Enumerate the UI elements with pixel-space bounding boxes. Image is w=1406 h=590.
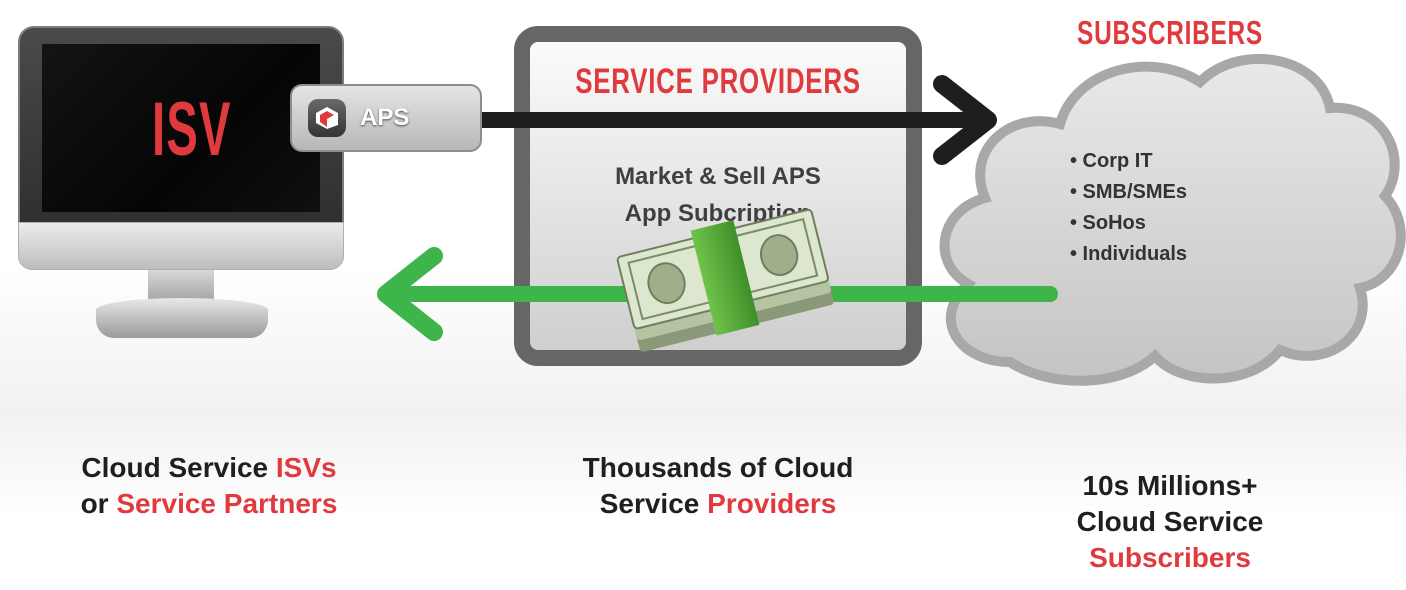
list-item: • SMB/SMEs	[1070, 181, 1188, 203]
caption-subscribers: 10s Millions+ Cloud Service Subscribers	[1000, 468, 1340, 576]
list-item: • SoHos	[1070, 212, 1146, 234]
list-item: • Corp IT	[1070, 150, 1153, 172]
cloud-shape	[939, 54, 1406, 386]
caption-providers-line-1: Thousands of Cloud	[582, 452, 854, 483]
aps-tag: APS	[290, 84, 482, 152]
caption-providers: Thousands of Cloud Service Providers	[500, 450, 936, 522]
subscribers-list: • Corp IT • SMB/SMEs • SoHos • Individua…	[1070, 146, 1187, 270]
service-providers-title: SERVICE PROVIDERS	[575, 62, 861, 101]
aps-label: APS	[360, 104, 410, 131]
list-item: • Individuals	[1070, 243, 1188, 265]
caption-providers-line-2: Service Providers	[599, 488, 837, 519]
monitor-chin	[18, 222, 344, 270]
subscribers-title: SUBSCRIBERS	[1077, 14, 1263, 51]
caption-subscribers-line-1: 10s Millions+	[1082, 470, 1258, 501]
caption-subscribers-line-3: Subscribers	[1089, 542, 1251, 573]
caption-isvs-line-1: Cloud Service ISVs	[81, 452, 337, 483]
isv-label: ISV	[152, 87, 232, 172]
monitor-screen	[42, 44, 320, 212]
money-stack-icon	[616, 208, 834, 352]
monitor-stand-base	[96, 298, 268, 338]
caption-subscribers-line-2: Cloud Service	[1076, 506, 1264, 537]
caption-isvs: Cloud Service ISVs or Service Partners	[4, 450, 414, 522]
caption-isvs-line-2: or Service Partners	[80, 488, 338, 519]
aps-logo-icon	[308, 99, 346, 137]
desc-line-1: Market & Sell APS	[615, 163, 821, 190]
